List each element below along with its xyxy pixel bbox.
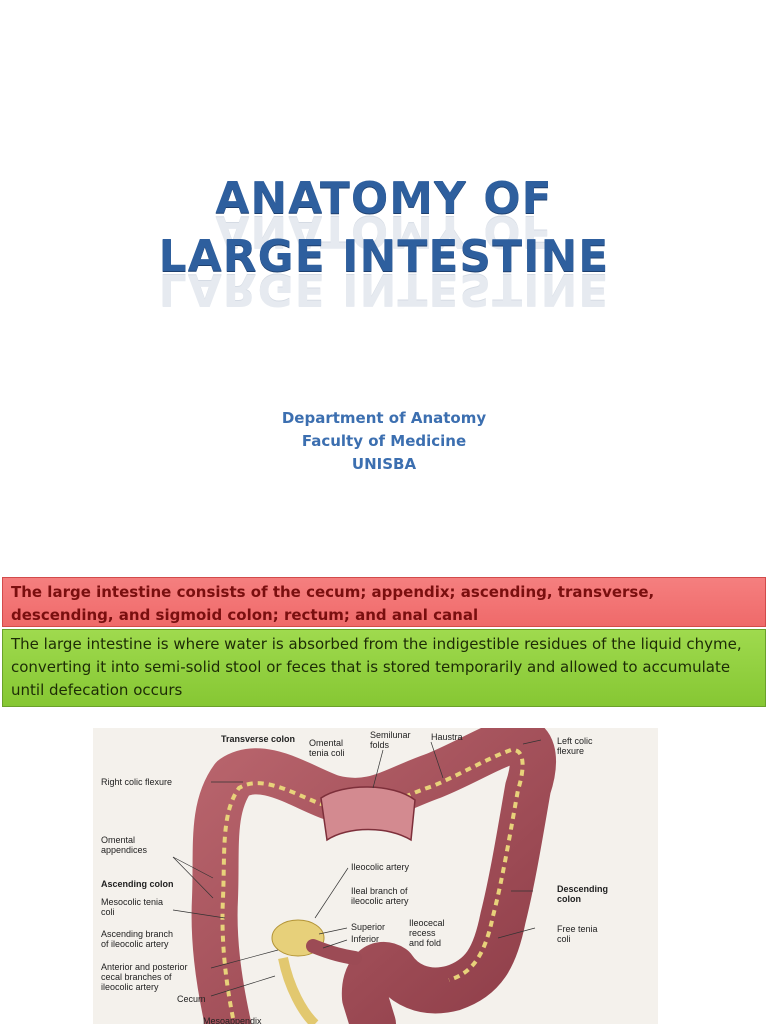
tenia-coli — [220, 747, 525, 1019]
label-right-colic-flexure: Right colic flexure — [101, 777, 173, 787]
label-free-tenia-coli: Free tenia coli — [557, 924, 598, 944]
label-haustra: Haustra — [431, 732, 463, 742]
leader-lines — [172, 739, 542, 997]
label-inferior: Inferior — [351, 934, 380, 944]
label-anterior-posterior-cecal: Anterior and posterior cecal branches of… — [101, 962, 188, 992]
faculty-line: Faculty of Medicine — [301, 432, 467, 450]
label-omental-appendices: Omental appendices — [101, 835, 148, 855]
function-box: The large intestine is where water is ab… — [2, 629, 766, 707]
label-transverse-colon: Transverse colon — [221, 734, 296, 744]
title-line-2: LARGE INTESTINE LARGE INTESTINE — [0, 228, 768, 315]
label-ileocolic-artery: Ileocolic artery — [351, 862, 410, 872]
cecum-region — [271, 919, 362, 1024]
label-mesocolic-tenia-coli: Mesocolic tenia coli — [101, 897, 164, 917]
label-ascending-branch: Ascending branch of ileocolic artery — [101, 929, 174, 949]
label-mesoappendix: Mesoappendix — [203, 1016, 262, 1024]
label-ileal-branch: Ileal branch of ileocolic artery — [351, 886, 409, 906]
label-ileocecal-recess: Ileocecal recess and fold — [409, 918, 445, 948]
university-line: UNISBA — [351, 455, 417, 473]
label-left-colic-flexure: Left colic flexure — [557, 736, 593, 756]
department-block: Department of Anatomy Faculty of Medicin… — [0, 407, 768, 476]
semilunar-fold-opening — [320, 786, 416, 842]
consists-of-box: The large intestine consists of the cecu… — [2, 577, 766, 627]
large-intestine-illustration: Transverse colon Omental tenia coli Semi… — [93, 728, 658, 1024]
department-line: Department of Anatomy — [281, 409, 487, 427]
label-superior: Superior — [351, 922, 386, 932]
label-ascending-colon: Ascending colon — [101, 879, 174, 889]
label-semilunar-folds: Semilunar folds — [370, 730, 411, 750]
colon-drawing — [172, 728, 556, 1024]
label-cecum: Cecum — [177, 994, 206, 1004]
title-line-1: ANATOMY OF ANATOMY OF — [0, 170, 768, 257]
label-descending-colon: Descending colon — [557, 884, 609, 904]
label-omental-tenia-coli: Omental tenia coli — [309, 738, 345, 758]
colon-tube — [191, 728, 556, 1024]
slide-title: ANATOMY OF ANATOMY OF LARGE INTESTINE LA… — [0, 170, 768, 315]
